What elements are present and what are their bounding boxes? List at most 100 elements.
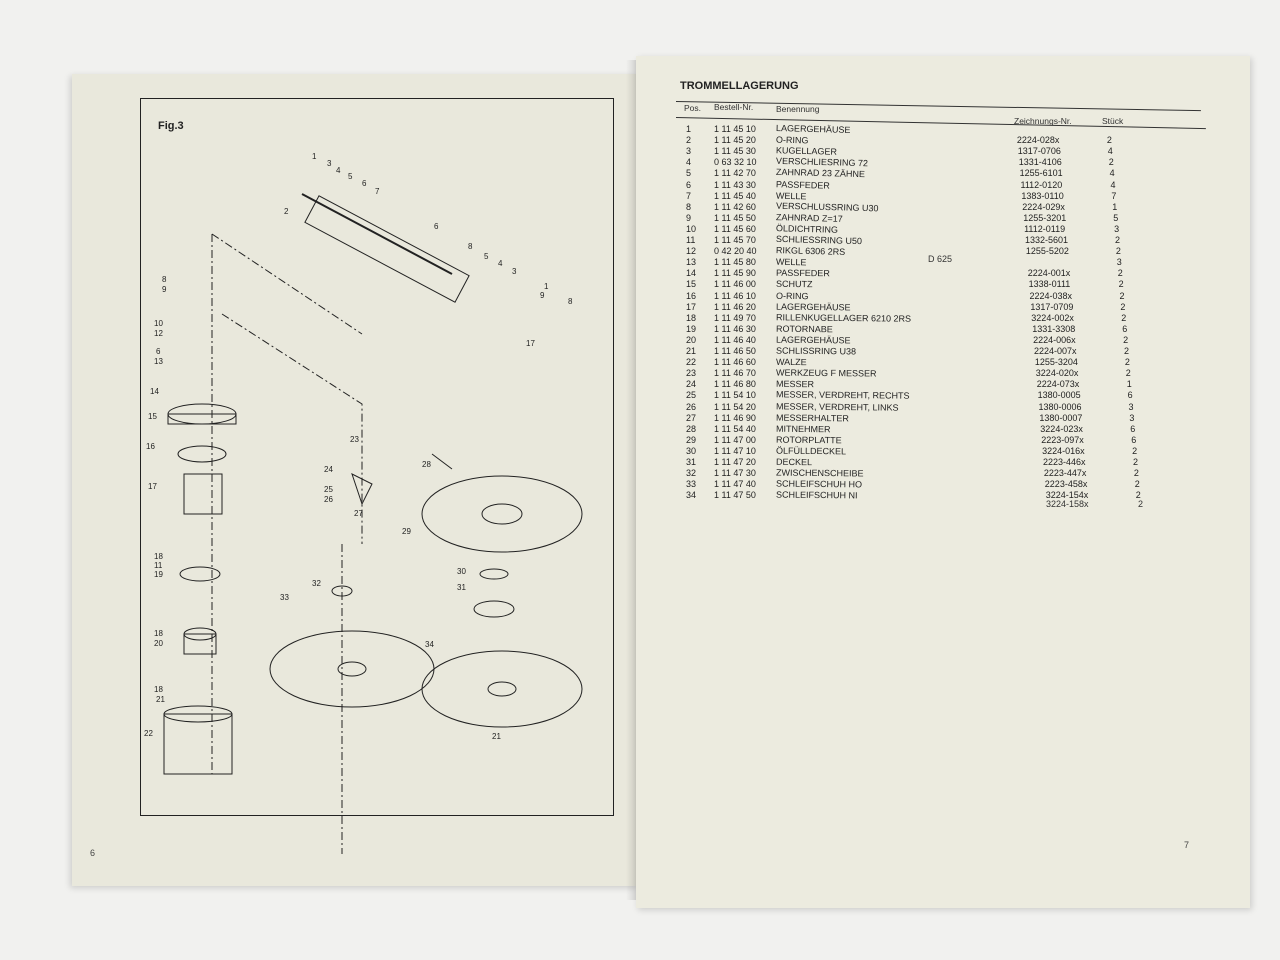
- cell-zeichnungs-nr: 1255-3204: [1034, 357, 1078, 368]
- cell-bestell-nr: 1 11 47 00: [714, 434, 756, 445]
- cell-benennung: SCHLEIFSCHUH NI: [775, 489, 858, 501]
- cell-stueck: 2: [1106, 135, 1112, 146]
- callout-number: 18: [154, 552, 163, 561]
- cell-zeichnungs-nr: 1255-5202: [1025, 246, 1069, 257]
- cell-zeichnungs-nr: 2224-006x: [1033, 334, 1076, 345]
- callout-number: 4: [498, 259, 503, 268]
- cell-bestell-nr: 1 11 46 90: [714, 412, 756, 423]
- cell-stueck: 2: [1121, 312, 1127, 323]
- cell-zeichnungs-nr: 2224-028x: [1016, 135, 1060, 146]
- cell-stueck: 2: [1117, 268, 1123, 279]
- cell-bestell-nr: 1 11 47 30: [714, 468, 756, 479]
- cell-stueck: 5: [1113, 212, 1119, 223]
- cell-stueck: 6: [1131, 434, 1137, 445]
- cell-bestell-nr: 0 42 20 40: [714, 246, 757, 257]
- callout-number: 6: [434, 222, 439, 231]
- cell-bestell-nr: 1 11 47 20: [714, 457, 756, 467]
- header-pos: Pos.: [684, 103, 702, 113]
- cell-pos: 19: [686, 323, 697, 334]
- right-page: TROMMELLAGERUNG Pos. Bestell-Nr. Benennu…: [636, 56, 1250, 908]
- header-zeichnung: Zeichnungs-Nr.: [1014, 116, 1072, 126]
- callout-number: 17: [148, 482, 157, 491]
- cell-bestell-nr: 1 11 46 10: [714, 290, 756, 301]
- cell-zeichnungs-nr: 2223-458x: [1044, 479, 1088, 490]
- cell-pos: 25: [686, 390, 697, 401]
- callout-number: 17: [526, 339, 535, 348]
- cell-zeichnungs-nr: 2224-038x: [1029, 290, 1073, 301]
- cell-bestell-nr: 1 11 49 70: [714, 312, 756, 323]
- cell-pos: 13: [686, 257, 697, 268]
- callout-number: 19: [154, 570, 163, 579]
- cell-benennung: SCHLIESSRING U50: [775, 233, 863, 247]
- cell-stueck: 3: [1116, 257, 1122, 268]
- cell-zeichnungs-nr: 1331-3308: [1032, 323, 1076, 334]
- cell-stueck: 2: [1108, 157, 1114, 168]
- cell-benennung: DECKEL: [775, 456, 813, 468]
- cell-pos: 7: [686, 190, 692, 201]
- callout-number: 27: [354, 509, 363, 518]
- cell-pos: 16: [686, 290, 697, 301]
- cell-bestell-nr: 1 11 46 80: [714, 379, 756, 390]
- cell-pos: 15: [686, 279, 697, 290]
- cell-zeichnungs-nr: 1317-0709: [1030, 301, 1074, 312]
- cell-zeichnungs-nr: 3224-016x: [1042, 445, 1085, 456]
- cell-zeichnungs-nr: 3224-023x: [1040, 423, 1083, 434]
- callout-number: 14: [150, 387, 159, 396]
- cell-stueck: 1: [1112, 201, 1118, 212]
- cell-benennung: ÖLFÜLLDECKEL: [775, 445, 847, 457]
- cell-pos: 33: [686, 479, 697, 490]
- cell-benennung: SCHLISSRING U38: [775, 345, 857, 357]
- trailing-drawing-no: 3224-158x: [1046, 499, 1089, 509]
- callout-number: 12: [154, 329, 163, 338]
- cell-stueck: 6: [1122, 323, 1128, 334]
- cell-benennung: MITNEHMER: [775, 423, 831, 434]
- page-number: 7: [1184, 840, 1190, 850]
- cell-stueck: 2: [1124, 357, 1130, 368]
- cell-stueck: 2: [1120, 301, 1126, 312]
- cell-benennung: ZAHNRAD Z=17: [775, 211, 843, 224]
- cell-bestell-nr: 1 11 45 60: [714, 223, 756, 234]
- cell-pos: 8: [686, 201, 692, 212]
- cell-stueck: 3: [1128, 401, 1134, 412]
- callout-number: 10: [154, 319, 163, 328]
- cell-benennung: SCHUTZ: [775, 279, 813, 290]
- cell-benennung: MESSER, VERDREHT, RECHTS: [775, 389, 910, 402]
- cell-benennung: MESSERHALTER: [775, 412, 849, 423]
- cell-zeichnungs-nr: 1380-0006: [1038, 401, 1082, 412]
- cell-pos: 24: [686, 379, 697, 390]
- cell-zeichnungs-nr: 1332-5601: [1025, 235, 1069, 245]
- cell-bestell-nr: 1 11 47 10: [714, 445, 756, 456]
- callout-number: 34: [425, 640, 434, 649]
- cell-zeichnungs-nr: 2223-447x: [1043, 468, 1087, 479]
- cell-bestell-nr: 1 11 46 20: [714, 301, 756, 312]
- cell-stueck: 2: [1123, 334, 1129, 345]
- cell-stueck: 4: [1110, 179, 1116, 190]
- cell-zeichnungs-nr: 1112-0120: [1020, 179, 1063, 190]
- cell-benennung: VERSCHLUSSRING U30: [775, 200, 879, 214]
- cell-bestell-nr: 1 11 45 80: [714, 257, 756, 268]
- cell-pos: 10: [686, 223, 697, 234]
- cell-stueck: 2: [1135, 490, 1141, 501]
- cell-pos: 28: [686, 423, 697, 434]
- cell-bestell-nr: 1 11 45 40: [714, 190, 756, 201]
- cell-pos: 3: [686, 146, 692, 157]
- cell-pos: 5: [686, 168, 692, 179]
- callout-number: 23: [350, 435, 359, 444]
